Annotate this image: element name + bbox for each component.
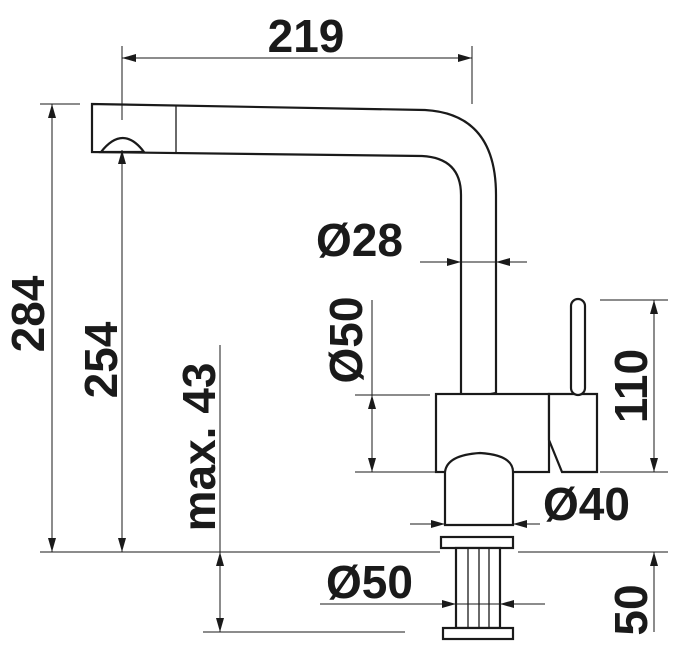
dim-body-diameter-label: Ø50 [320,297,372,384]
dim-counter-max-43: max. 43 [173,345,225,632]
dim-height-254: 254 [75,150,127,552]
dim-width-219: 219 [122,10,472,62]
shank [454,546,502,630]
dim-base-diameter: Ø40 [410,478,630,530]
faucet-base [443,451,515,527]
dim-width-219-label: 219 [268,10,345,62]
extension-lines [40,46,668,633]
dim-spout-diameter-label: Ø28 [316,214,403,266]
faucet-outline [90,102,599,641]
shank-nut [441,626,515,641]
dim-height-284-label: 284 [2,275,54,352]
dim-lever-110: 110 [605,300,658,472]
dim-lever-110-label: 110 [605,349,657,423]
dim-height-284: 284 [2,104,56,552]
mounting-plate [439,535,515,550]
dim-shank-50-label: 50 [605,584,657,635]
dim-body-diameter: Ø50 [320,297,376,472]
dim-shank-diameter-label: Ø50 [326,556,413,608]
aerator [98,136,147,154]
dim-counter-max-43-label: max. 43 [173,363,225,532]
spout [90,102,498,402]
dim-base-diameter-label: Ø40 [543,478,630,530]
lever-housing [547,392,599,474]
dim-shank-diameter: Ø50 [320,556,545,608]
dim-shank-50: 50 [605,552,658,636]
lever-handle [569,297,587,397]
dim-spout-diameter: Ø28 [316,214,527,266]
dim-height-254-label: 254 [75,321,127,398]
